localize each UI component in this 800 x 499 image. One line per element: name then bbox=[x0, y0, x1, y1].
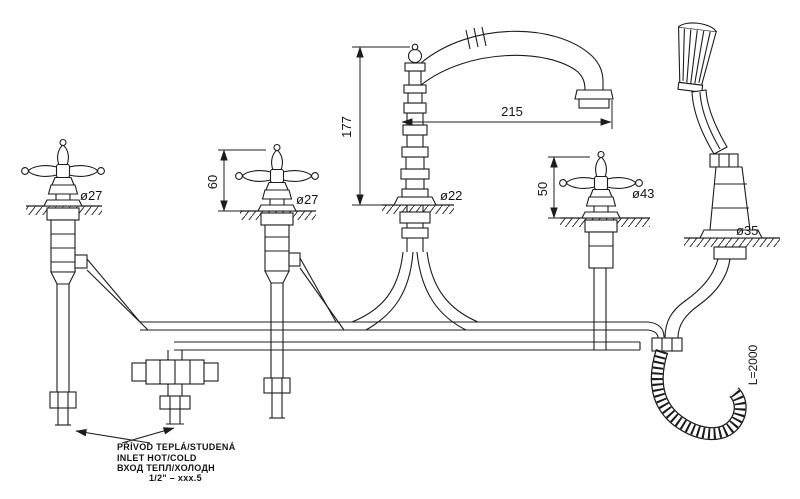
left-valve bbox=[21, 138, 105, 426]
shower-holder bbox=[709, 166, 751, 231]
leader-arrow-tee bbox=[121, 427, 175, 444]
hand-shower bbox=[651, 22, 763, 352]
right-valve bbox=[559, 150, 643, 269]
right-cross-handle bbox=[559, 150, 643, 219]
dimension-lines bbox=[218, 46, 613, 219]
tee-fitting bbox=[131, 350, 219, 425]
note-line-3: ВХОД ТЕПЛ/ХОЛОДН bbox=[117, 463, 215, 473]
shower-hose bbox=[650, 349, 747, 441]
dim-middle-valve-height: 60 bbox=[205, 175, 220, 189]
note-line-4: 1/2" – xxx.5 bbox=[149, 473, 202, 483]
dim-right-valve-height: 50 bbox=[535, 182, 550, 196]
dim-shower-diameter: ø35 bbox=[736, 223, 758, 238]
deck-surfaces bbox=[26, 204, 780, 247]
dim-hose-length: L=2000 bbox=[746, 344, 760, 385]
aerator bbox=[574, 89, 614, 100]
inlet-note: PŘÍVOD TEPLÁ/STUDENÁ INLET HOT/COLD ВХОД… bbox=[75, 427, 236, 483]
shower-handle bbox=[691, 89, 728, 155]
dimension-labels: 177 215 60 50 ø27 ø27 ø22 ø43 ø35 L=2000 bbox=[80, 104, 760, 385]
dim-spout-diameter: ø22 bbox=[440, 188, 462, 203]
dim-spout-reach: 215 bbox=[501, 104, 523, 119]
dim-left-valve-diameter: ø27 bbox=[80, 188, 102, 203]
spout-finial bbox=[407, 48, 423, 64]
dim-spout-height: 177 bbox=[339, 116, 354, 138]
spout-arm-outer bbox=[420, 30, 604, 90]
dim-right-valve-diameter: ø43 bbox=[632, 186, 654, 201]
shower-head bbox=[677, 22, 717, 93]
note-line-2: INLET HOT/COLD bbox=[117, 453, 197, 463]
spout-arm-inner bbox=[420, 54, 586, 91]
middle-valve bbox=[235, 143, 319, 419]
note-line-1: PŘÍVOD TEPLÁ/STUDENÁ bbox=[117, 441, 236, 452]
supply-pipes bbox=[86, 251, 665, 351]
leader-arrow-left bbox=[75, 428, 151, 444]
dim-middle-valve-diameter: ø27 bbox=[296, 192, 318, 207]
